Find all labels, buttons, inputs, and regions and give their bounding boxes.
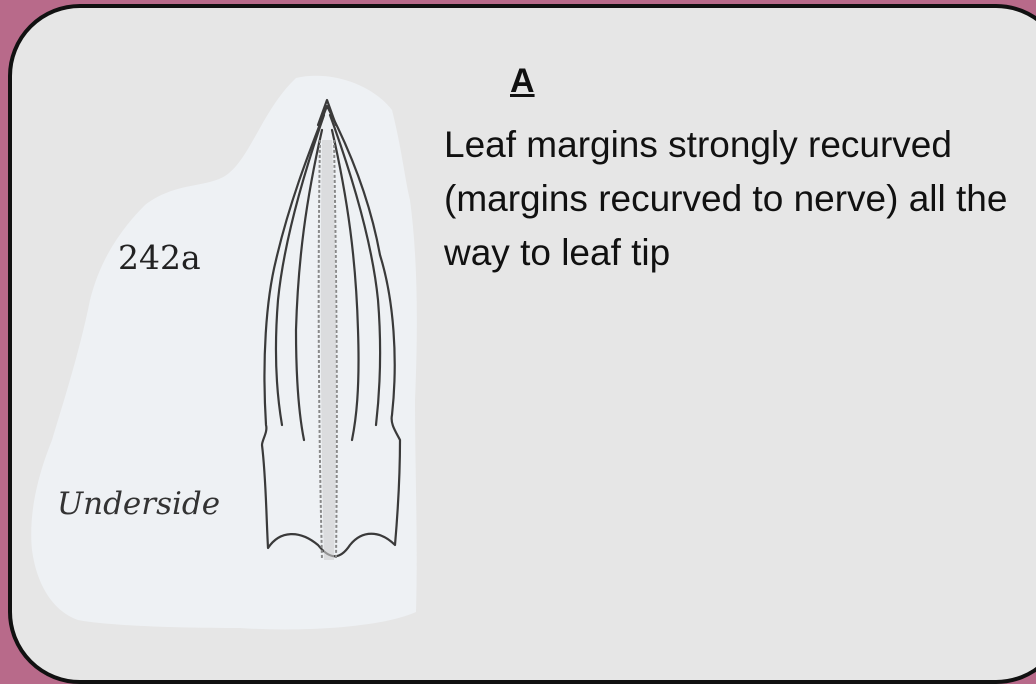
specimen-id-label: 242a (118, 238, 201, 277)
option-letter: A (510, 62, 535, 101)
leaf-nerve (321, 140, 336, 560)
view-label: Underside (57, 486, 220, 522)
option-description: Leaf margins strongly recurved (margins … (444, 118, 1014, 280)
key-panel: 242a Underside A Leaf margins strongly r… (0, 0, 1036, 658)
